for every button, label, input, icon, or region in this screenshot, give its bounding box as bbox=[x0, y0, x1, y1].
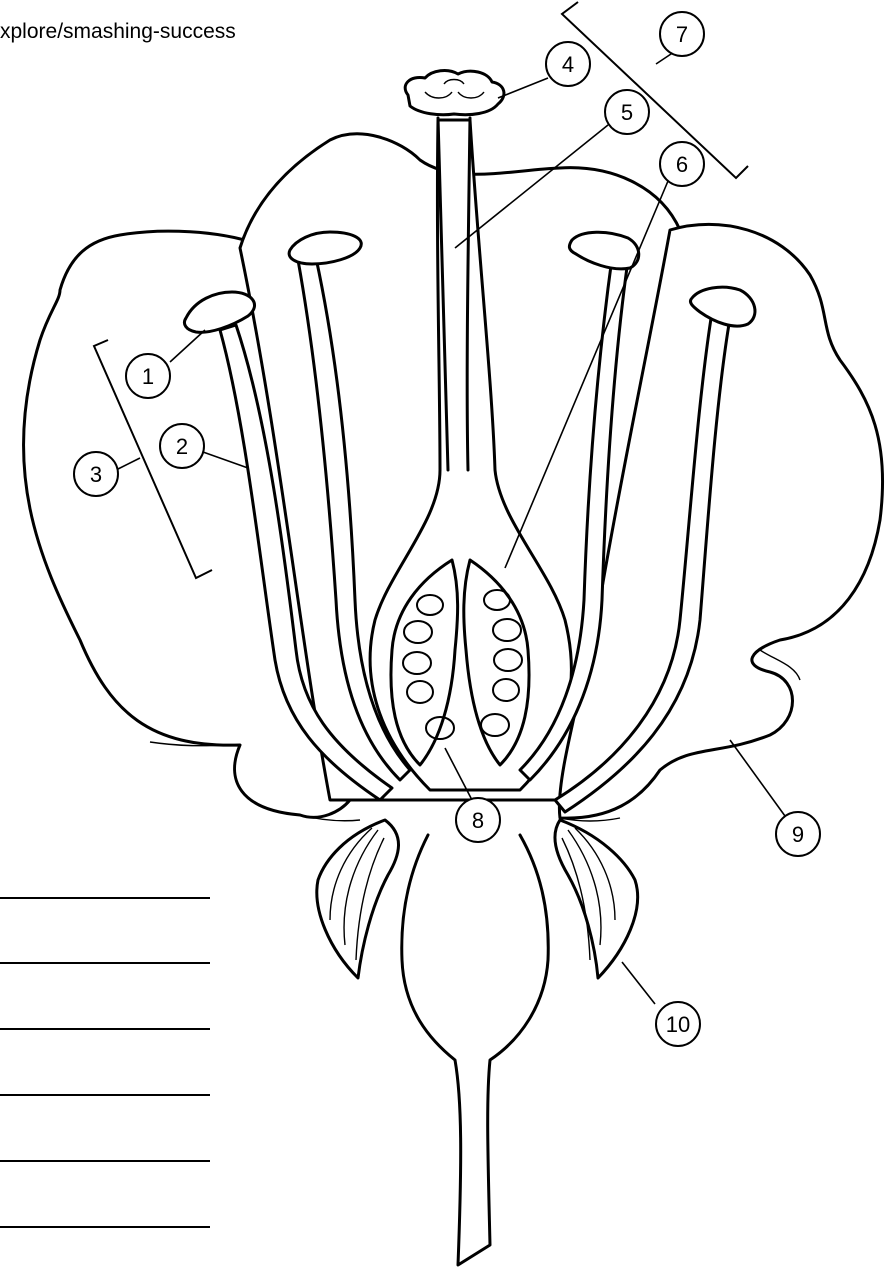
callout-2: 2 bbox=[160, 424, 204, 468]
callout-4: 4 bbox=[546, 42, 590, 86]
callout-8-label: 8 bbox=[472, 808, 484, 833]
callout-6: 6 bbox=[660, 142, 704, 186]
callout-8: 8 bbox=[456, 798, 500, 842]
callout-4-label: 4 bbox=[562, 52, 574, 77]
callout-3-label: 3 bbox=[90, 462, 102, 487]
sepal-right bbox=[555, 820, 638, 978]
callout-5: 5 bbox=[605, 90, 649, 134]
callout-2-label: 2 bbox=[176, 434, 188, 459]
bracket-pistil bbox=[562, 2, 748, 178]
callout-6-label: 6 bbox=[676, 152, 688, 177]
callout-9-label: 9 bbox=[792, 822, 804, 847]
callout-1: 1 bbox=[126, 354, 170, 398]
callout-1-label: 1 bbox=[142, 364, 154, 389]
answer-lines bbox=[0, 898, 210, 1227]
receptacle-and-stem bbox=[402, 835, 549, 1265]
callout-7-label: 7 bbox=[676, 22, 688, 47]
callout-3: 3 bbox=[74, 452, 118, 496]
callout-10-label: 10 bbox=[666, 1012, 690, 1037]
callout-7: 7 bbox=[660, 12, 704, 56]
callout-10: 10 bbox=[656, 1002, 700, 1046]
callout-9: 9 bbox=[776, 812, 820, 856]
callout-5-label: 5 bbox=[621, 100, 633, 125]
stigma bbox=[405, 71, 504, 115]
